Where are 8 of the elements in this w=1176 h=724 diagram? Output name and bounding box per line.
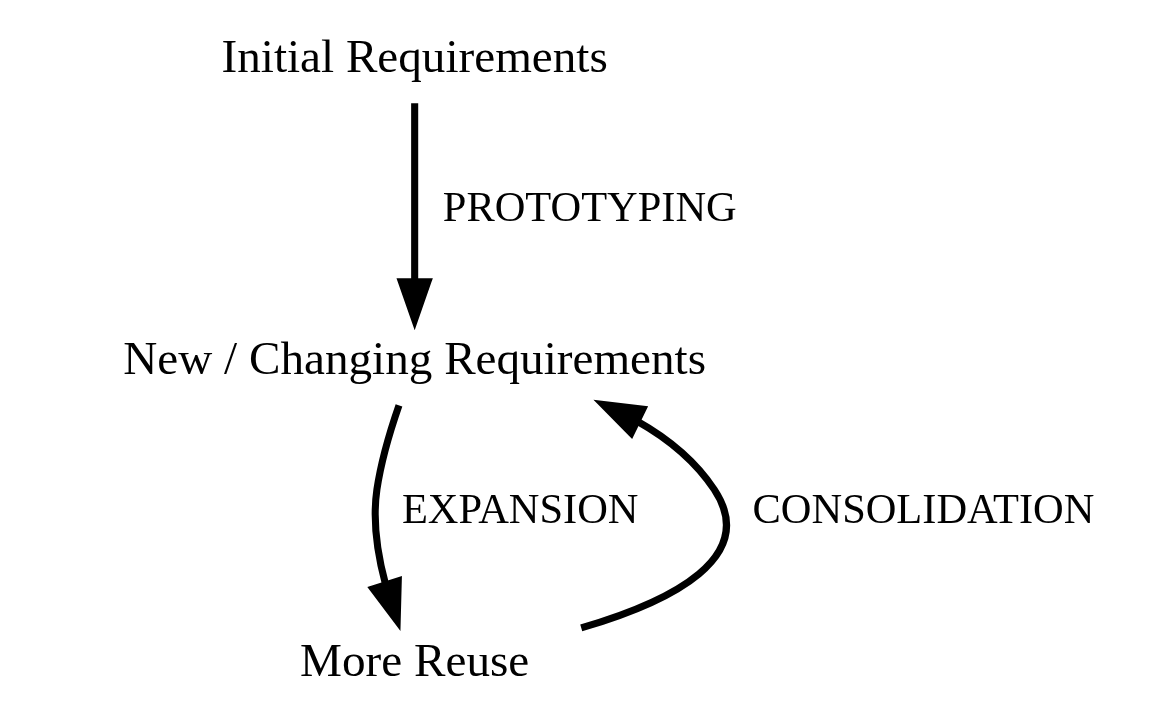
edge-label: CONSOLIDATION: [752, 485, 1095, 533]
edge-label: PROTOTYPING: [442, 183, 737, 231]
edge-label: EXPANSION: [401, 485, 639, 533]
arrow: [580, 399, 730, 632]
arrow: [367, 404, 403, 631]
node-text: New / Changing Requirements: [123, 331, 707, 384]
node-text: More Reuse: [300, 633, 530, 686]
node-text: Initial Requirements: [221, 29, 608, 82]
